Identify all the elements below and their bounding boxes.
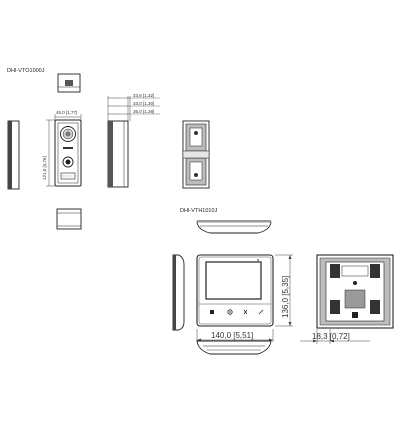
monitor-screen <box>205 261 262 300</box>
depth-mid-label: 33,0 [1,30] <box>133 101 154 106</box>
screw-hole-icon <box>194 131 198 135</box>
monitor-top-view <box>196 220 272 234</box>
door-station-bottom-view <box>56 208 82 230</box>
door-station-width-dimension: 45,0 [1,77] <box>54 110 82 120</box>
monitor-left-side-view <box>172 254 185 331</box>
monitor-model-label: DHI-VTH1010J <box>180 208 218 214</box>
monitor-width-label: 140,0 [5,51] <box>211 331 253 340</box>
monitor-width-dimension: 140,0 [5,51] <box>196 329 274 342</box>
door-station-back-view <box>182 120 210 189</box>
door-station-depth-dimensions: 33,6 [1,32] 33,0 [1,30] 35,0 [1,38] <box>107 93 160 121</box>
monitor-back-view <box>316 254 394 329</box>
menu-button-icon <box>210 310 214 314</box>
door-station-right-side-view <box>107 120 129 188</box>
talk-button-icon <box>243 309 248 315</box>
monitor-height-label: 136,0 [5,35] <box>281 276 290 318</box>
door-station-left-side-view <box>7 120 20 190</box>
door-station-height-label: 121,0 [4,76] <box>42 156 47 180</box>
screw-hole-icon <box>194 173 198 177</box>
monitor-button-icon <box>227 309 233 315</box>
monitor-button-row <box>210 309 264 315</box>
monitor-depth-label: 18,3 [0,72] <box>312 332 350 341</box>
depth-top-label: 33,6 [1,32] <box>133 93 154 98</box>
depth-bottom-label: 35,0 [1,38] <box>133 109 154 114</box>
monitor-depth-dimension: 18,3 [0,72] <box>300 329 370 344</box>
door-station-model-label: DHI-VTO1000J <box>7 68 45 74</box>
door-station-front-view <box>54 119 82 187</box>
unlock-button-icon <box>258 309 264 315</box>
monitor-height-dimension: 136,0 [5,35] <box>275 254 293 327</box>
door-station-width-label: 45,0 [1,77] <box>56 110 77 115</box>
monitor-front-view <box>196 254 274 327</box>
screw-hole-icon <box>353 281 357 285</box>
monitor-bottom-view <box>196 340 272 355</box>
door-station-top-view <box>57 73 81 93</box>
door-station-height-dimension: 121,0 [4,76] <box>42 119 55 187</box>
